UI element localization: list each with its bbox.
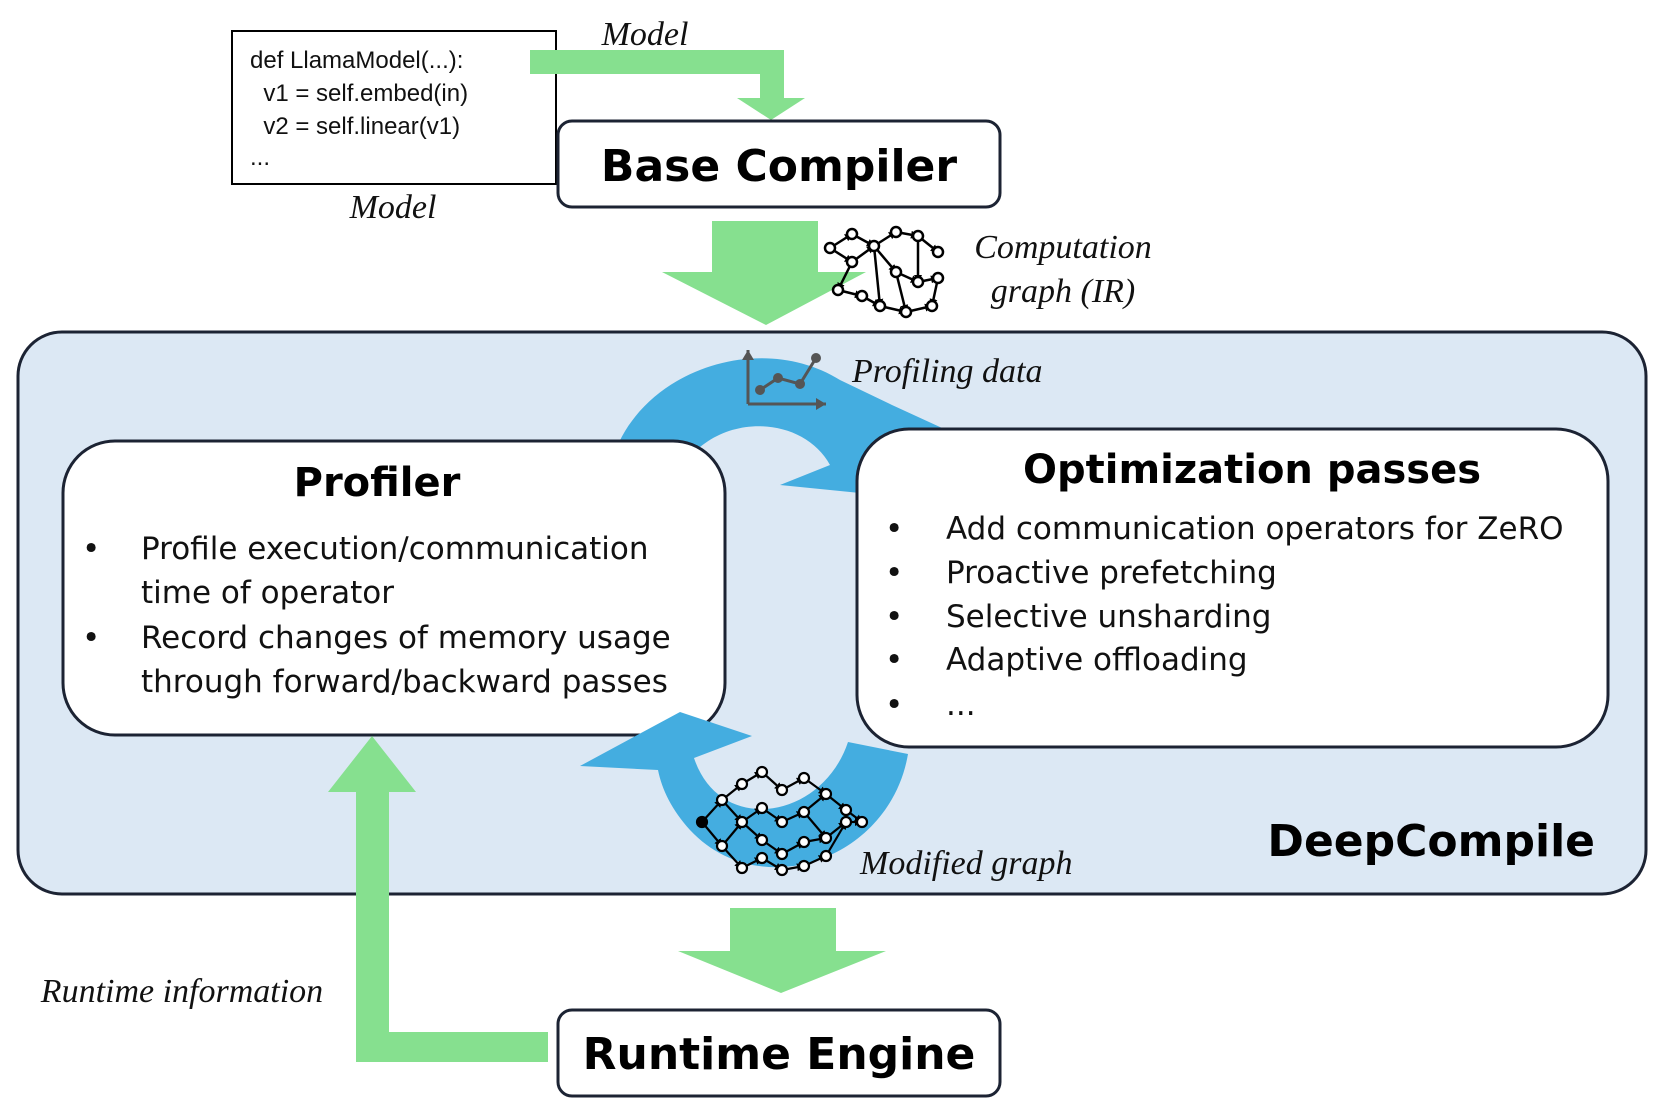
optimization-bullet: Adaptive offloading	[946, 642, 1248, 678]
model-arrow-label: Model	[601, 16, 689, 53]
computation-graph-label: graph (IR)	[991, 273, 1135, 310]
optimization-bullet: Add communication operators for ZeRO	[946, 511, 1564, 547]
model-caption: Model	[349, 189, 437, 226]
bullet-marker: •	[885, 555, 903, 591]
bullet-marker: •	[885, 511, 903, 547]
optimization-title: Optimization passes	[1023, 447, 1481, 493]
deepcompile-title: DeepCompile	[1267, 816, 1595, 867]
bullet-marker: •	[885, 642, 903, 678]
bullet-marker: •	[885, 687, 903, 723]
code-line: ...	[250, 144, 270, 171]
deepcompile-to-runtime-arrow	[678, 908, 886, 993]
code-line: v2 = self.linear(v1)	[250, 113, 460, 140]
computation-graph-icon	[829, 230, 940, 315]
computation-graph-nodes	[823, 225, 945, 319]
computation-graph-label: Computation	[974, 229, 1152, 266]
bullet-marker: •	[885, 599, 903, 635]
profiler-bullet: Profile execution/communication	[141, 531, 649, 567]
base-compiler-title: Base Compiler	[601, 141, 957, 192]
base-compiler-box	[556, 119, 1002, 209]
bullet-marker: •	[82, 531, 100, 567]
runtime-engine-box	[556, 1008, 1002, 1098]
runtime-to-profiler-arrow	[328, 736, 548, 1062]
runtime-information-label: Runtime information	[40, 973, 323, 1010]
profiler-bullet: Record changes of memory usage	[141, 620, 671, 656]
code-line: def LlamaModel(...):	[250, 47, 463, 74]
model-to-compiler-arrow	[530, 50, 805, 120]
profiler-bullet: through forward/backward passes	[141, 664, 668, 700]
optimization-bullet: Proactive prefetching	[946, 555, 1277, 591]
profiling-chart-icon	[742, 350, 826, 410]
profiler-bullet: time of operator	[141, 575, 394, 611]
bullet-marker: •	[82, 620, 100, 656]
optimization-bullet: ...	[946, 687, 976, 723]
modified-graph-loop-arrow	[580, 712, 908, 868]
optimization-box	[855, 427, 1610, 749]
modified-graph-nodes	[695, 765, 869, 877]
code-line: v1 = self.embed(in)	[250, 80, 468, 107]
runtime-engine-title: Runtime Engine	[583, 1029, 976, 1080]
optimization-bullet: Selective unsharding	[946, 599, 1271, 635]
model-code-box: def LlamaModel(...): v1 = self.embed(in)…	[231, 30, 557, 185]
profiling-data-label: Profiling data	[851, 353, 1042, 390]
profiler-box	[61, 439, 727, 737]
compiler-to-deepcompile-arrow	[662, 221, 866, 325]
modified-graph-label: Modified graph	[859, 845, 1072, 882]
profiler-title: Profiler	[294, 460, 461, 506]
